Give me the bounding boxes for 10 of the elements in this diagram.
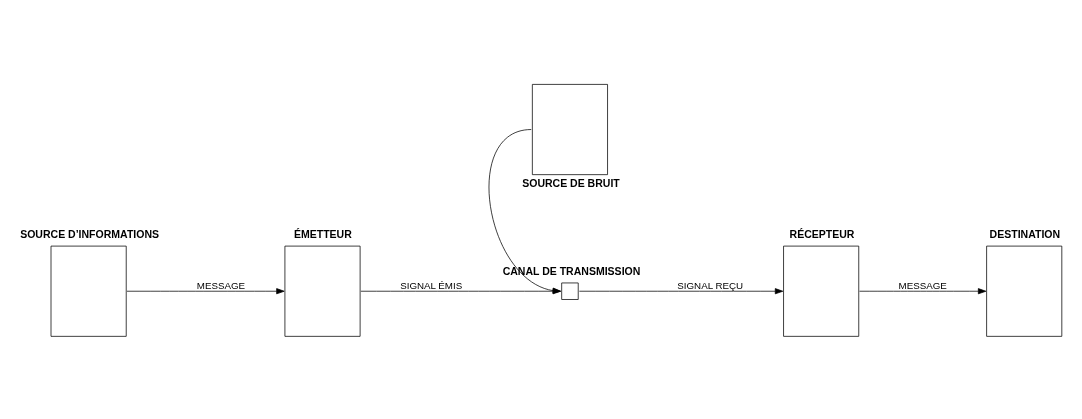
edge-label: MESSAGE [196, 279, 246, 291]
node-label: ÉMETTEUR [293, 227, 352, 240]
node-label: SOURCE DE BRUIT [522, 176, 620, 189]
edge-label: SIGNAL REÇU [677, 279, 744, 291]
node-label: CANAL DE TRANSMISSION [502, 264, 641, 277]
node-label: DESTINATION [989, 227, 1061, 240]
edge-label: MESSAGE [898, 279, 947, 291]
node-label: RÉCEPTEUR [789, 227, 855, 240]
edge-label: SIGNAL ÉMIS [400, 279, 463, 291]
node-label: SOURCE D’INFORMATIONS [20, 227, 160, 240]
